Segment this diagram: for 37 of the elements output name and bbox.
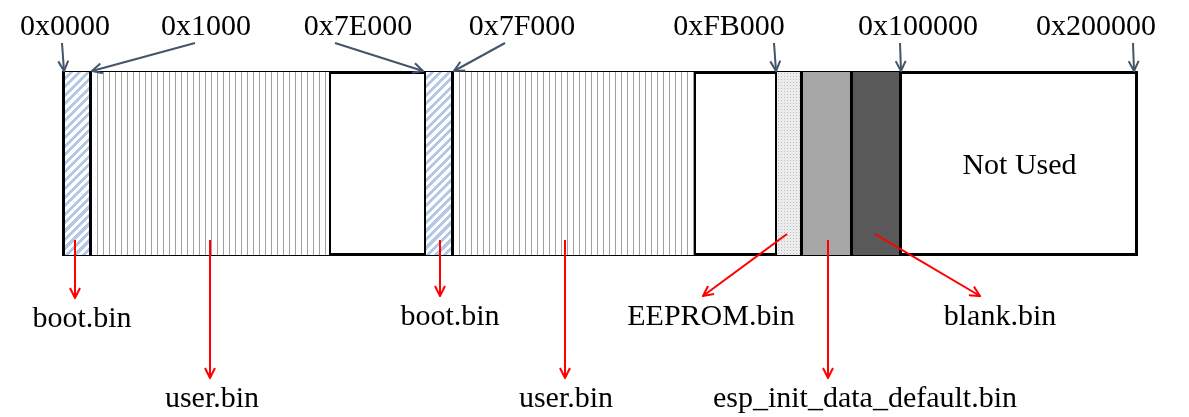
address-text: 0x100000 bbox=[858, 10, 978, 40]
file-name: boot.bin bbox=[32, 302, 132, 332]
file-name: blank.bin bbox=[943, 300, 1057, 330]
address-text: 0x1000 bbox=[161, 10, 251, 40]
file-name: user.bin bbox=[518, 382, 614, 412]
address-text: 0x7E000 bbox=[303, 10, 413, 40]
address-text: 0x7F000 bbox=[468, 10, 576, 40]
file-name: esp_init_data_default.bin bbox=[712, 382, 1018, 412]
arrow bbox=[874, 233, 981, 297]
region-label: Not Used bbox=[962, 148, 1077, 179]
striped-region bbox=[90, 72, 331, 255]
dark-region bbox=[851, 72, 901, 255]
file-name: user.bin bbox=[164, 382, 260, 412]
arrow bbox=[702, 233, 788, 297]
dotted-region bbox=[775, 72, 802, 255]
shaded-region bbox=[801, 72, 852, 255]
arrow bbox=[453, 42, 506, 72]
arrow bbox=[91, 42, 196, 75]
memory-bar bbox=[62, 71, 1138, 256]
arrow bbox=[1127, 42, 1140, 72]
address-text: 0x0000 bbox=[20, 10, 110, 40]
address-text: 0x200000 bbox=[1036, 10, 1156, 40]
arrow bbox=[204, 239, 216, 379]
arrow bbox=[57, 42, 70, 72]
arrow bbox=[769, 42, 782, 72]
arrow bbox=[559, 239, 571, 379]
arrow bbox=[334, 42, 424, 74]
arrow bbox=[434, 239, 446, 297]
file-name: boot.bin bbox=[400, 300, 500, 330]
hatched-region bbox=[63, 72, 91, 255]
file-name: EEPROM.bin bbox=[627, 300, 795, 330]
striped-region bbox=[452, 72, 696, 255]
arrow bbox=[822, 239, 834, 379]
arrow bbox=[69, 239, 81, 299]
address-text: 0xFB000 bbox=[673, 10, 785, 40]
hatched-region bbox=[424, 72, 453, 255]
arrow bbox=[894, 42, 907, 72]
